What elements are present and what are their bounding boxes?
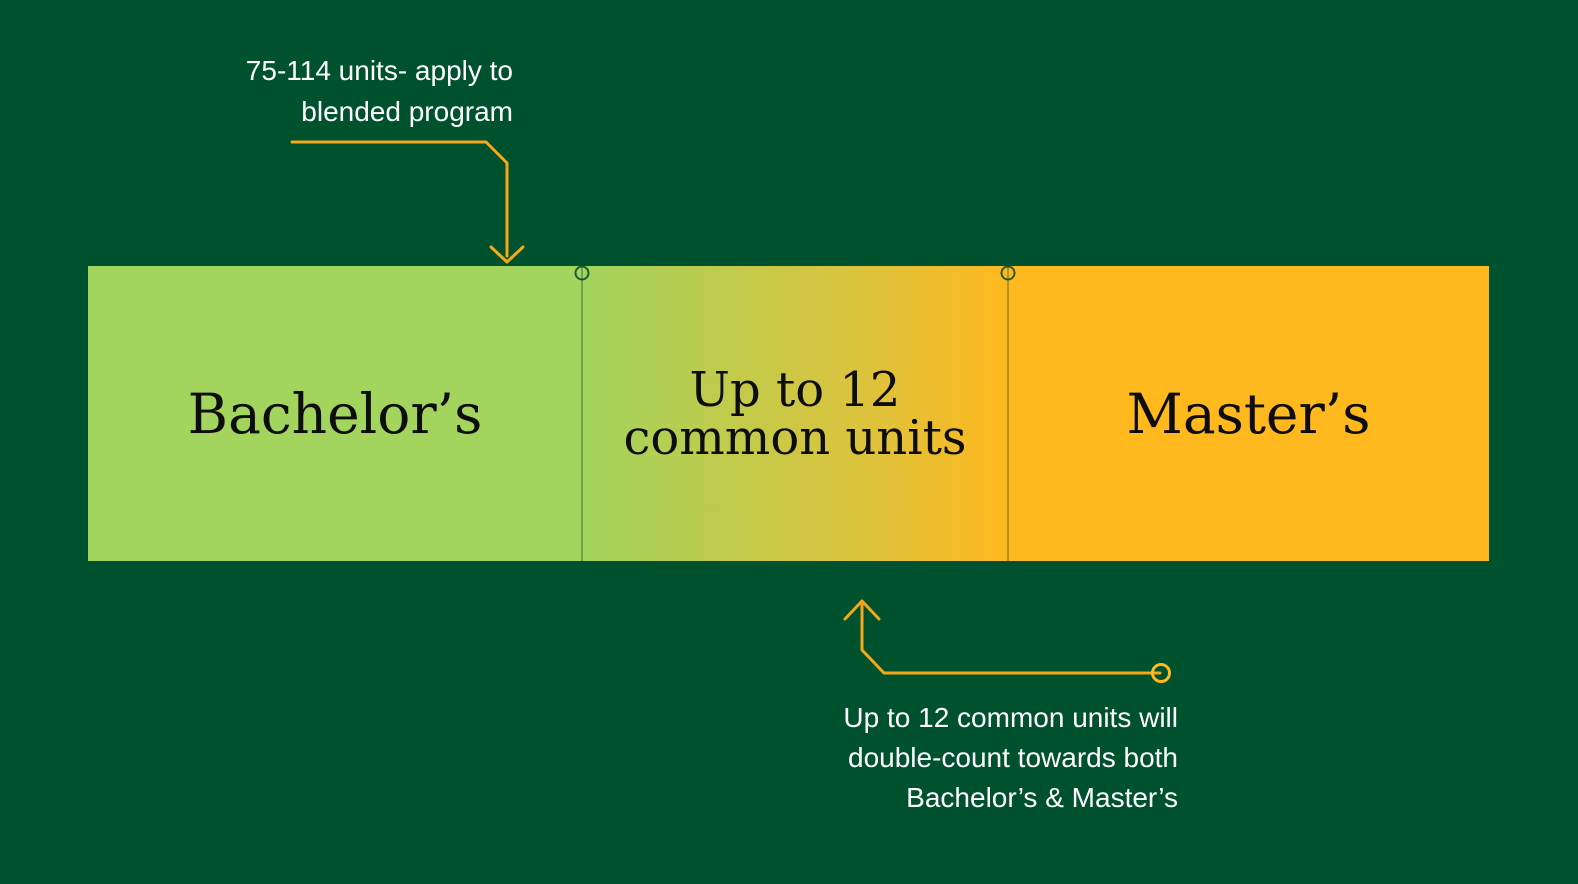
- bachelors-label: Bachelor’s: [187, 381, 483, 446]
- masters-section: Master’s: [1008, 266, 1489, 561]
- common-units-label: Up to 12 common units: [624, 366, 967, 462]
- bottom-annotation-line-1: Up to 12 common units will: [843, 702, 1178, 733]
- units-bar: Bachelor’s Up to 12 common units Master’…: [88, 266, 1489, 561]
- arrowhead-up-icon: [843, 599, 881, 621]
- top-annotation: 75-114 units- apply to blended program: [246, 50, 513, 132]
- up-arrow-connector: [843, 599, 1171, 683]
- up-arrow-line: [860, 603, 1162, 675]
- connector-end-ring-icon: [1151, 663, 1171, 683]
- bottom-annotation-line-3: Bachelor’s & Master’s: [906, 782, 1178, 813]
- bottom-annotation: Up to 12 common units will double-count …: [843, 698, 1178, 818]
- bottom-annotation-line-2: double-count towards both: [848, 742, 1178, 773]
- down-arrow-line: [290, 140, 509, 258]
- common-units-label-line-2: common units: [623, 409, 967, 466]
- top-annotation-line-1: 75-114 units- apply to: [245, 55, 513, 86]
- bachelors-section: Bachelor’s: [88, 266, 582, 561]
- down-arrow-connector: [290, 140, 525, 264]
- arrowhead-down-icon: [489, 245, 525, 264]
- common-units-section: Up to 12 common units: [582, 266, 1008, 561]
- common-units-label-line-1: Up to 12: [689, 361, 901, 418]
- masters-label: Master’s: [1126, 381, 1371, 446]
- top-annotation-line-2: blended program: [301, 96, 513, 127]
